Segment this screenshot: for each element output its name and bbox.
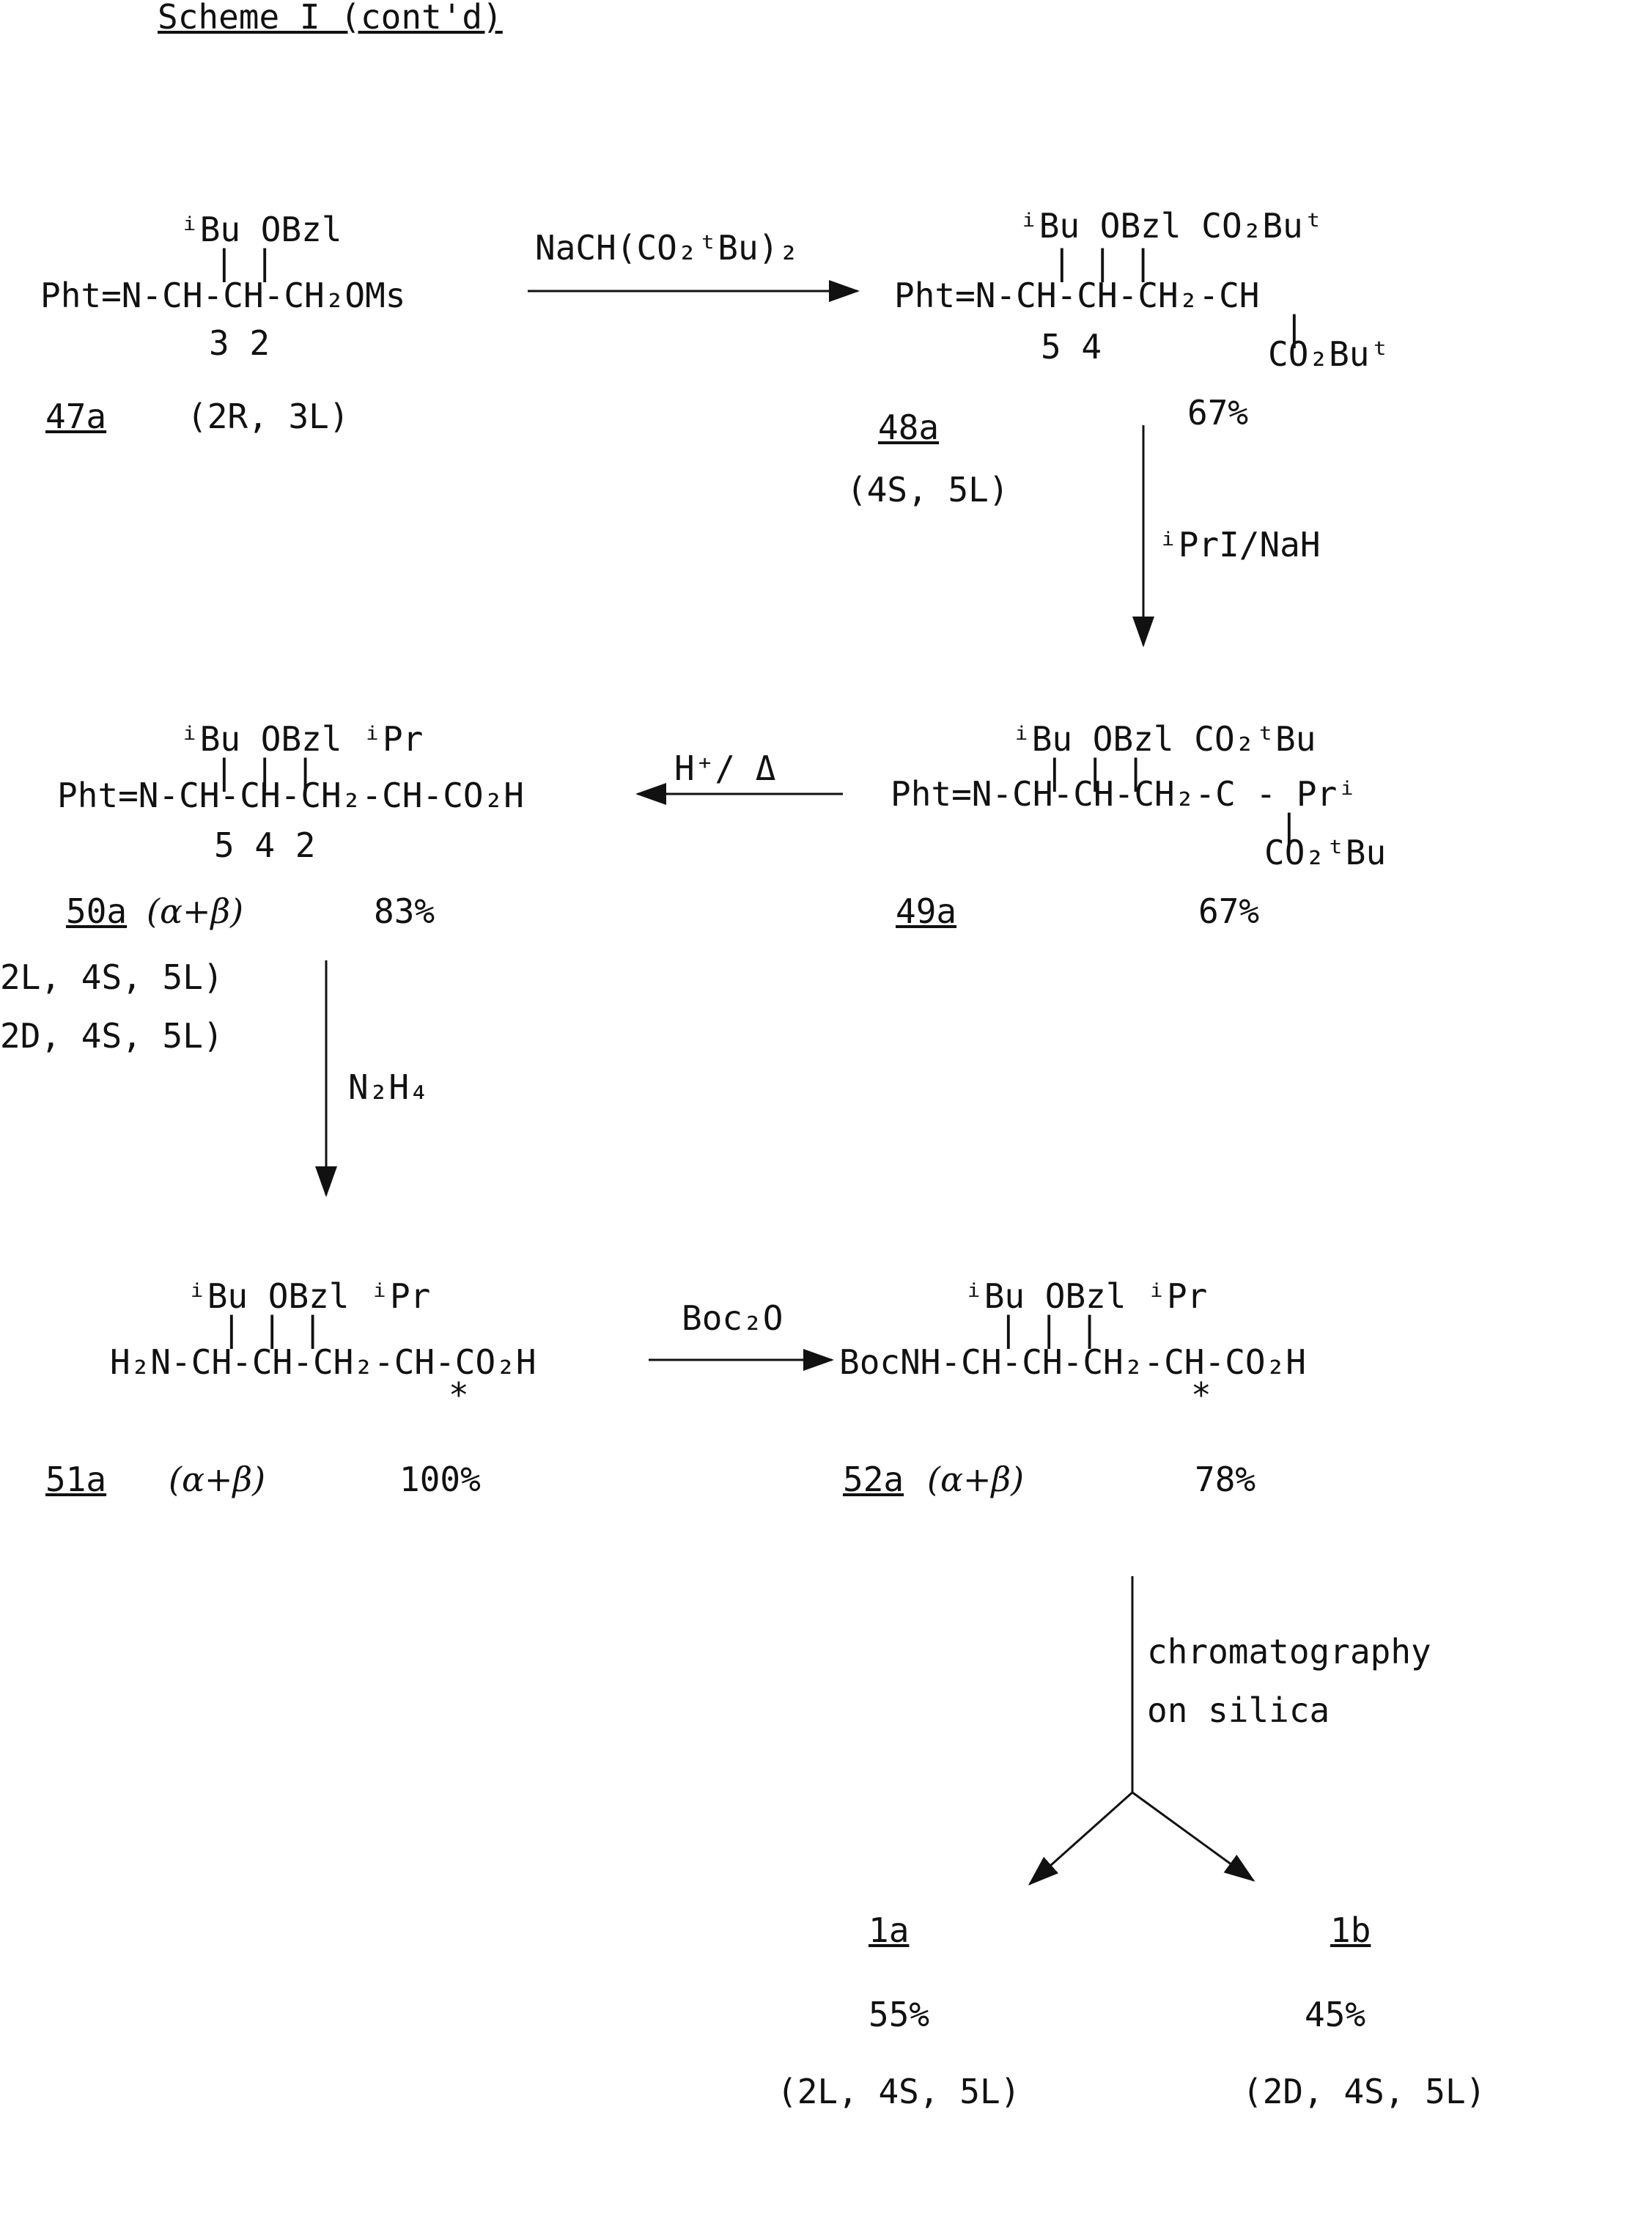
49a-label: 49a — [896, 894, 956, 928]
51a-chiral-star: * — [449, 1378, 469, 1412]
reagent-step5: Boc₂O — [682, 1301, 783, 1335]
product-1a-label: 1a — [869, 1913, 909, 1947]
50a-label: 50a — [66, 894, 127, 928]
49a-yield: 67% — [1198, 894, 1259, 928]
arrow-to-1b — [1132, 1792, 1253, 1880]
51a-label: 51a — [45, 1463, 106, 1496]
49a-lower-ester: CO₂ᵗBu — [1264, 836, 1386, 869]
47a-formula: Pht=N-CH-CH-CH₂OMs — [40, 279, 406, 312]
47a-bond-ticks: | | — [214, 246, 275, 279]
50a-stereo-1: 2L, 4S, 5L) — [0, 960, 224, 994]
48a-formula: Pht=N-CH-CH-CH₂-CH — [894, 279, 1260, 312]
reagent-step3: H⁺/ Δ — [674, 751, 775, 785]
reagent-step4: N₂H₄ — [348, 1070, 429, 1104]
49a-substituents: ⁱBu OBzl CO₂ᵗBu — [1011, 722, 1316, 756]
50a-substituents: ⁱBu OBzl ⁱPr — [180, 722, 423, 756]
47a-stereo: (2R, 3L) — [187, 400, 350, 433]
48a-substituents: ⁱBu OBzl CO₂Buᵗ — [1019, 209, 1323, 243]
product-1b-yield: 45% — [1305, 1998, 1365, 2031]
50a-yield: 83% — [374, 894, 435, 928]
51a-substituents: ⁱBu OBzl ⁱPr — [187, 1279, 430, 1313]
48a-bond-ticks: | | | — [1052, 246, 1153, 279]
47a-label: 47a — [45, 400, 106, 433]
50a-stereo-2: 2D, 4S, 5L) — [0, 1019, 224, 1053]
52a-mixture: (α+β) — [927, 1463, 1024, 1496]
50a-positions: 5 4 2 — [214, 828, 315, 862]
51a-mixture: (α+β) — [169, 1463, 265, 1496]
52a-substituents: ⁱBu OBzl ⁱPr — [964, 1279, 1207, 1313]
arrow-to-1a — [1030, 1792, 1132, 1884]
product-1a-yield: 55% — [869, 1998, 929, 2031]
product-1b-label: 1b — [1330, 1913, 1371, 1947]
product-1b-stereo: (2D, 4S, 5L) — [1242, 2075, 1486, 2108]
48a-lower-ester: CO₂Buᵗ — [1268, 337, 1390, 371]
52a-yield: 78% — [1195, 1463, 1255, 1496]
product-1a-stereo: (2L, 4S, 5L) — [777, 2075, 1020, 2108]
50a-mixture: (α+β) — [147, 894, 243, 928]
48a-positions: 5 4 — [1041, 330, 1102, 364]
51a-formula: H₂N-CH-CH-CH₂-CH-CO₂H — [110, 1345, 536, 1379]
49a-formula: Pht=N-CH-CH-CH₂-C - Prⁱ — [890, 777, 1357, 811]
reagent-step1: NaCH(CO₂ᵗBu)₂ — [535, 231, 799, 265]
reagent-step6-line1: chromatography — [1147, 1635, 1431, 1669]
reagent-step2: ⁱPrI/NaH — [1158, 528, 1321, 562]
48a-stereo: (4S, 5L) — [847, 473, 1009, 507]
51a-bond-ticks: | | | — [221, 1312, 322, 1346]
52a-chiral-star: * — [1191, 1378, 1212, 1412]
52a-label: 52a — [843, 1463, 904, 1496]
47a-positions: 3 2 — [209, 326, 270, 360]
48a-yield: 67% — [1187, 396, 1248, 430]
reagent-step6-line2: on silica — [1147, 1693, 1330, 1727]
48a-label: 48a — [878, 411, 939, 444]
51a-yield: 100% — [399, 1463, 481, 1496]
47a-substituents: ⁱBu OBzl — [180, 213, 342, 246]
52a-bond-ticks: | | | — [998, 1312, 1099, 1346]
50a-formula: Pht=N-CH-CH-CH₂-CH-CO₂H — [57, 779, 524, 812]
scheme-title: Scheme I (cont'd) — [158, 0, 503, 34]
52a-formula: BocNH-CH-CH-CH₂-CH-CO₂H — [839, 1345, 1306, 1379]
